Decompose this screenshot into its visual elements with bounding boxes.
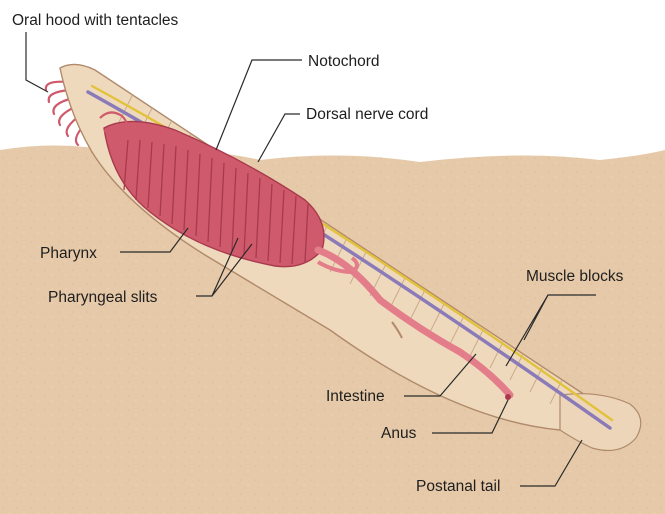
leader-dorsal-nerve-cord [257, 113, 300, 163]
dorsal-nerve-cord [90, 84, 614, 422]
label-intestine: Intestine [326, 388, 385, 405]
leader-anus [432, 399, 509, 434]
leader-postanal-tail [520, 439, 583, 487]
label-dorsal-nerve-cord: Dorsal nerve cord [306, 106, 428, 123]
hepatic-caecum [316, 256, 359, 275]
label-notochord: Notochord [308, 53, 380, 70]
oral-cirri [99, 111, 129, 137]
label-anus: Anus [381, 425, 417, 442]
leader-pharyngeal-slits [196, 237, 253, 297]
label-pharynx: Pharynx [40, 245, 97, 262]
label-postanal-tail: Postanal tail [416, 478, 500, 495]
leader-notochord [215, 59, 302, 151]
intestine [314, 246, 514, 399]
leader-muscle-blocks [505, 294, 596, 367]
label-pharyngeal-slits: Pharyngeal slits [48, 289, 158, 306]
label-muscle-blocks: Muscle blocks [526, 268, 624, 285]
label-oral-hood: Oral hood with tentacles [12, 12, 179, 29]
leader-lines [25, 32, 596, 487]
anus-opening [505, 394, 511, 400]
leader-pharynx [120, 227, 189, 253]
leader-oral-hood [25, 32, 49, 93]
pharyngeal-slits [123, 139, 309, 265]
leader-intestine [404, 353, 477, 397]
atriopore [391, 321, 403, 339]
